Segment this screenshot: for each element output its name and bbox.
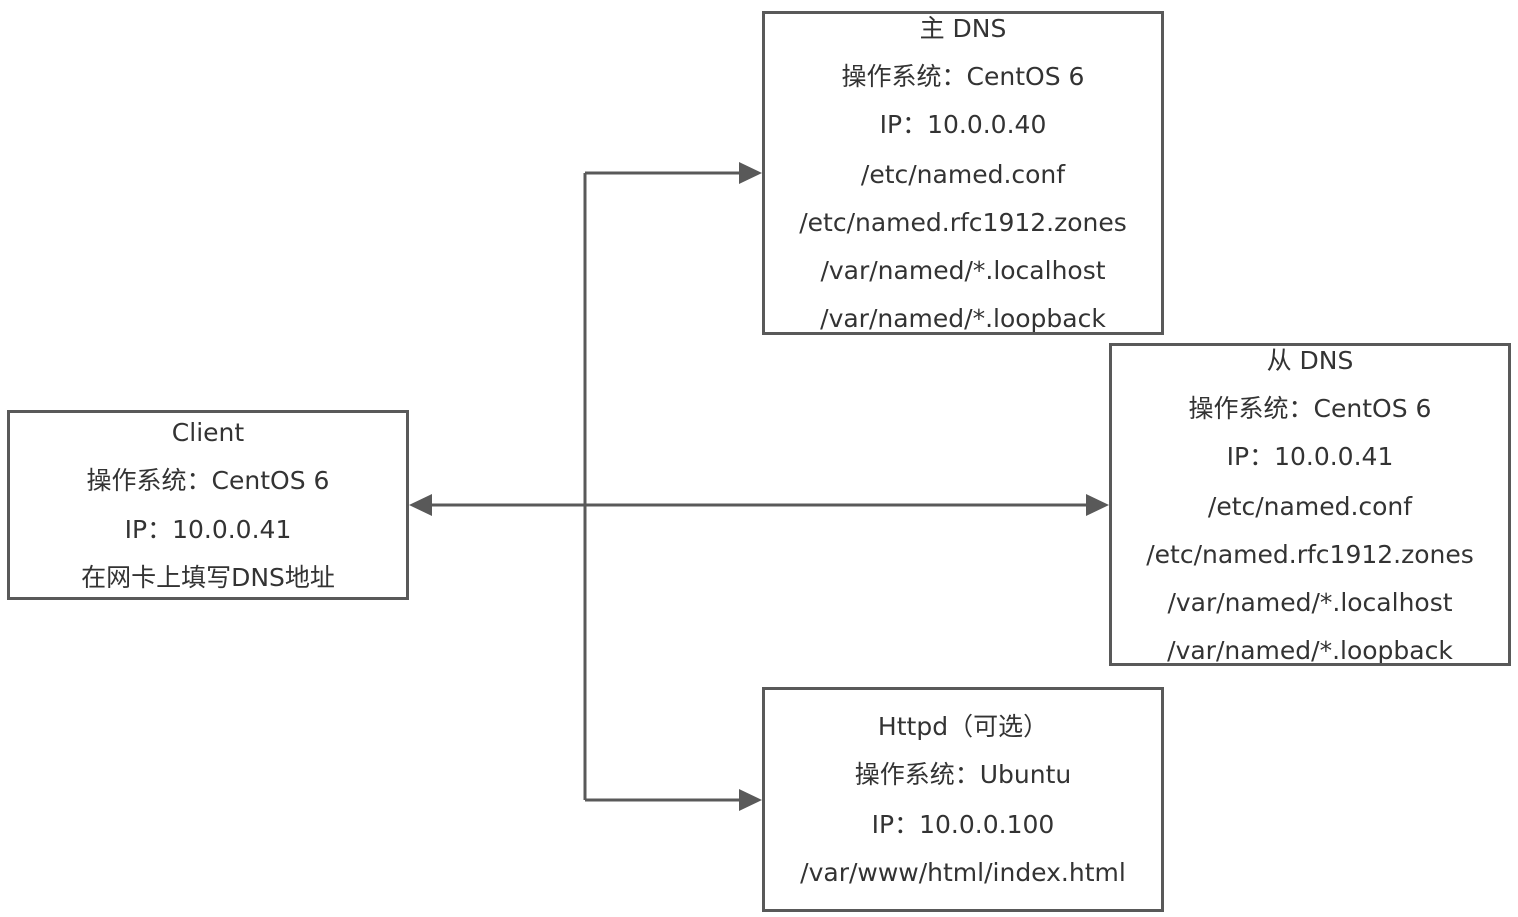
httpd-ip: IP：10.0.0.100: [871, 810, 1055, 839]
master-dns-file: /etc/named.rfc1912.zones: [799, 208, 1127, 237]
master-dns-title: 主 DNS: [919, 14, 1007, 43]
httpd-file: /var/www/html/index.html: [800, 858, 1126, 887]
slave-dns-file: /etc/named.conf: [1207, 492, 1413, 521]
master-dns-file: /etc/named.conf: [860, 160, 1066, 189]
httpd-node[interactable]: Httpd（可选） 操作系统：Ubuntu IP：10.0.0.100 /var…: [762, 687, 1164, 912]
slave-dns-file: /etc/named.rfc1912.zones: [1146, 540, 1474, 569]
slave-dns-title: 从 DNS: [1266, 346, 1354, 375]
slave-dns-node[interactable]: 从 DNS 操作系统：CentOS 6 IP：10.0.0.41 /etc/na…: [1109, 343, 1511, 666]
client-title: Client: [171, 418, 245, 447]
slave-dns-file: /var/named/*.loopback: [1167, 636, 1453, 665]
master-dns-ip: IP：10.0.0.40: [879, 110, 1047, 139]
master-dns-file: /var/named/*.localhost: [820, 256, 1106, 285]
arrowhead-httpd: [739, 789, 762, 811]
httpd-title: Httpd（可选）: [877, 712, 1049, 741]
arrowhead-slave-dns: [1086, 494, 1109, 516]
slave-dns-ip: IP：10.0.0.41: [1226, 442, 1394, 471]
httpd-os: 操作系统：Ubuntu: [854, 760, 1072, 789]
client-os: 操作系统：CentOS 6: [86, 466, 330, 495]
slave-dns-os: 操作系统：CentOS 6: [1188, 394, 1432, 423]
master-dns-node[interactable]: 主 DNS 操作系统：CentOS 6 IP：10.0.0.40 /etc/na…: [762, 11, 1164, 335]
client-note: 在网卡上填写DNS地址: [81, 563, 335, 592]
slave-dns-file: /var/named/*.localhost: [1167, 588, 1453, 617]
arrowhead-master-dns: [739, 162, 762, 184]
client-ip: IP：10.0.0.41: [124, 515, 292, 544]
master-dns-os: 操作系统：CentOS 6: [841, 62, 1085, 91]
client-node[interactable]: Client 操作系统：CentOS 6 IP：10.0.0.41 在网卡上填写…: [7, 410, 409, 600]
arrowhead-client: [409, 494, 432, 516]
master-dns-file: /var/named/*.loopback: [820, 304, 1106, 333]
